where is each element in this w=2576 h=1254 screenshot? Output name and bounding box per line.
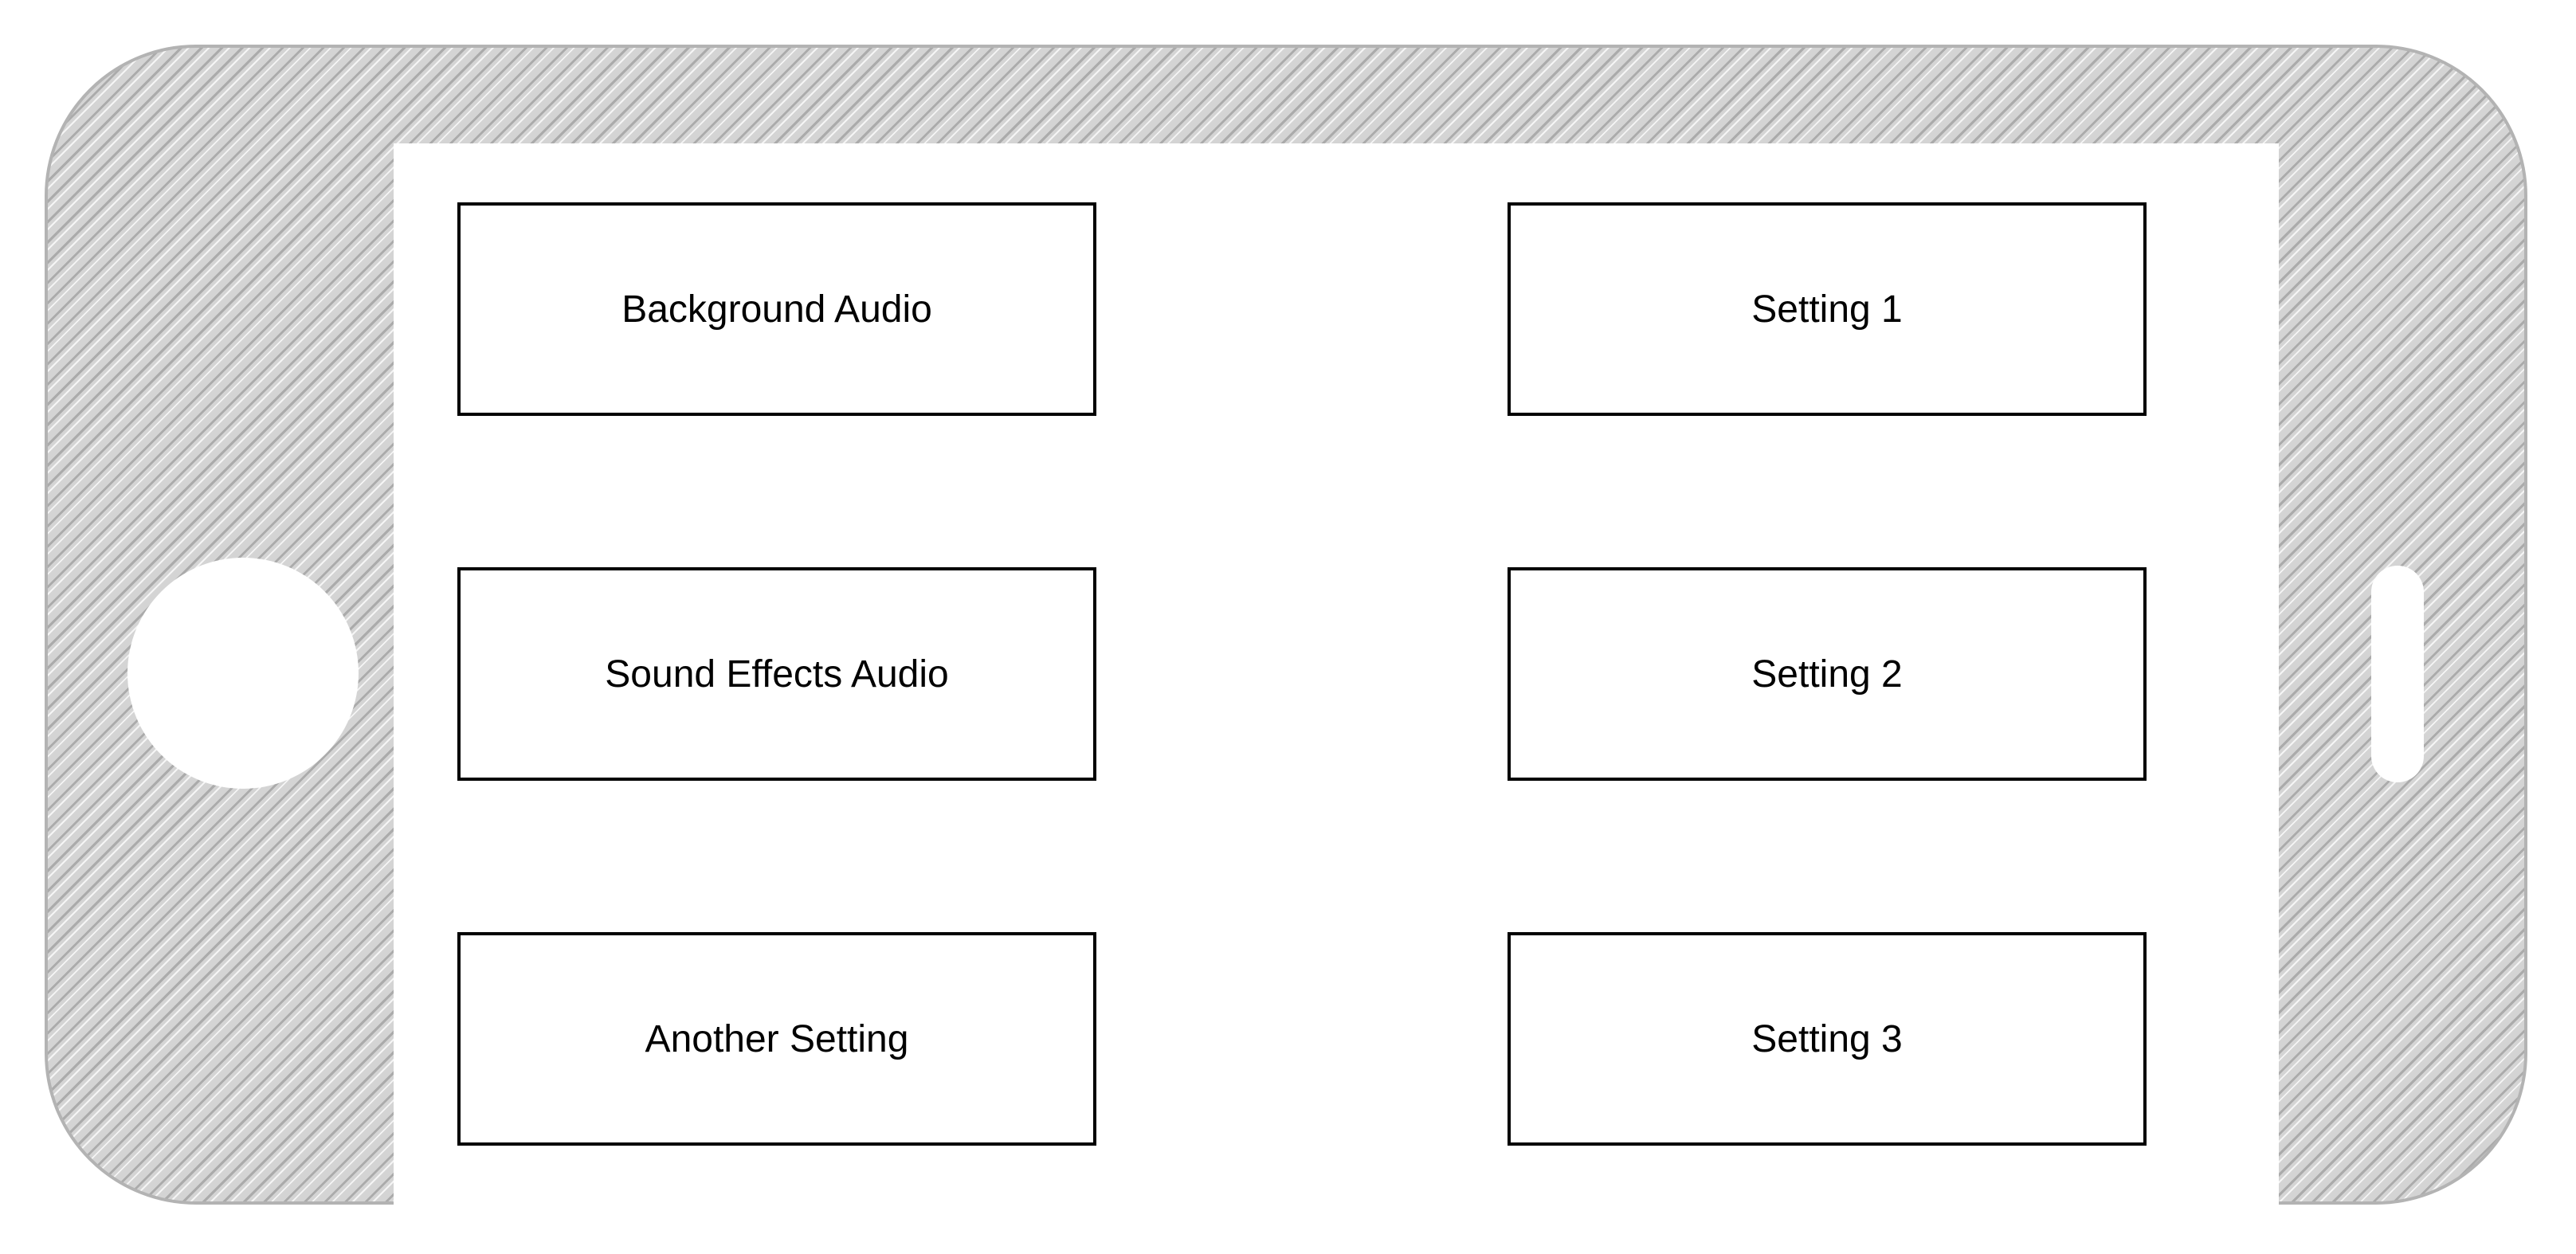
speaker-slot — [2371, 566, 2424, 782]
setting-3-button[interactable]: Setting 3 — [1508, 932, 2147, 1146]
setting-1-button[interactable]: Setting 1 — [1508, 202, 2147, 416]
another-setting-button[interactable]: Another Setting — [457, 932, 1096, 1146]
settings-screen: Background Audio Sound Effects Audio Ano… — [394, 143, 2279, 1205]
setting-2-button[interactable]: Setting 2 — [1508, 567, 2147, 781]
background-audio-button[interactable]: Background Audio — [457, 202, 1096, 416]
home-button[interactable] — [127, 558, 359, 789]
sound-effects-audio-button[interactable]: Sound Effects Audio — [457, 567, 1096, 781]
phone-device-frame: Background Audio Sound Effects Audio Ano… — [45, 45, 2527, 1205]
